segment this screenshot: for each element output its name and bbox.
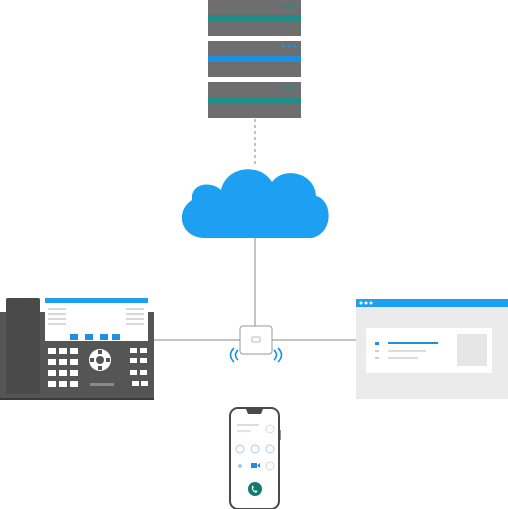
browser-window-icon (356, 299, 508, 399)
wifi-base-station-icon (229, 325, 283, 363)
server-unit (208, 0, 301, 36)
call-button[interactable] (248, 482, 262, 496)
server-unit (208, 41, 301, 77)
server-rack-icon (208, 0, 301, 118)
cloud-icon (181, 169, 329, 238)
smartphone-icon (229, 407, 281, 509)
server-unit (208, 82, 301, 118)
desk-phone-icon (0, 298, 154, 400)
